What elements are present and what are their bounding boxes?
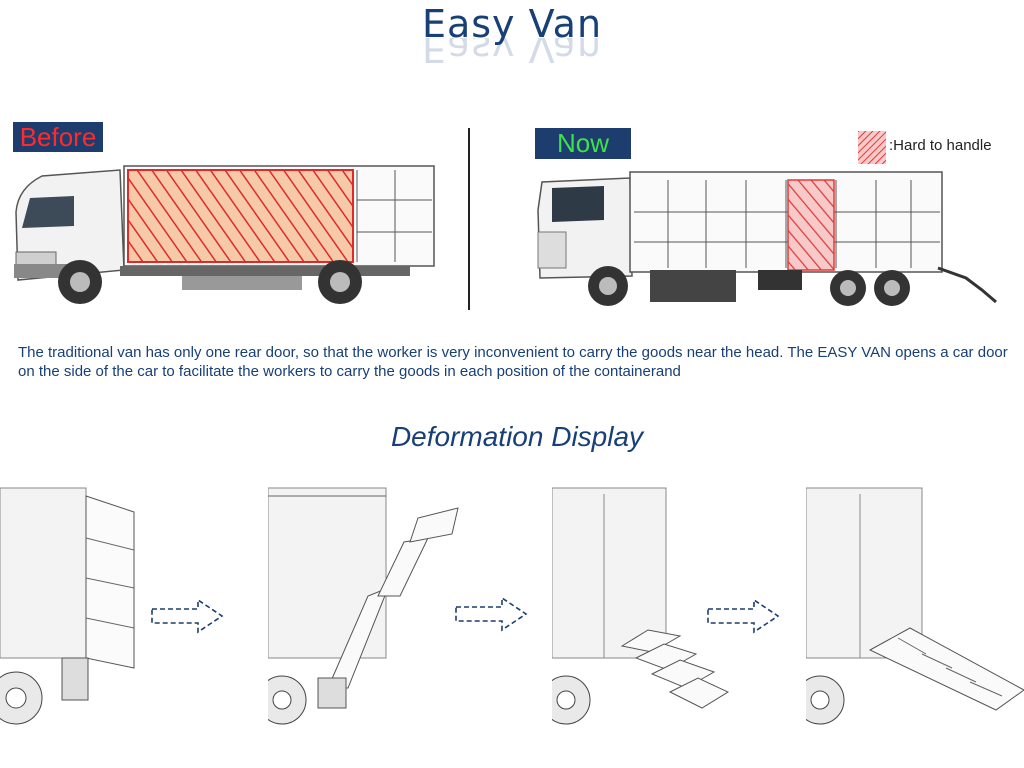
legend-label: :Hard to handle	[889, 137, 992, 154]
page-title-reflection: Easy Van	[421, 38, 603, 70]
hatch-swatch-icon	[858, 131, 886, 164]
page-title: Easy Van	[421, 2, 603, 46]
now-truck-illustration	[537, 171, 997, 306]
divider	[468, 128, 470, 310]
dashed-arrow-icon	[707, 598, 780, 634]
dashed-arrow-icon	[455, 596, 528, 632]
stage-ramp-illustration	[806, 487, 1024, 725]
stage-unfolding-illustration	[268, 487, 459, 725]
before-truck-illustration	[14, 165, 435, 304]
dashed-arrow-icon	[151, 598, 224, 634]
now-label: Now	[535, 128, 631, 159]
stage-steps-illustration	[552, 487, 730, 725]
before-label: Before	[13, 122, 103, 152]
section-subtitle: Deformation Display	[390, 421, 644, 452]
legend: :Hard to handle	[858, 131, 1024, 165]
description-text: The traditional van has only one rear do…	[18, 344, 1008, 380]
stage-closed-illustration	[0, 487, 135, 725]
